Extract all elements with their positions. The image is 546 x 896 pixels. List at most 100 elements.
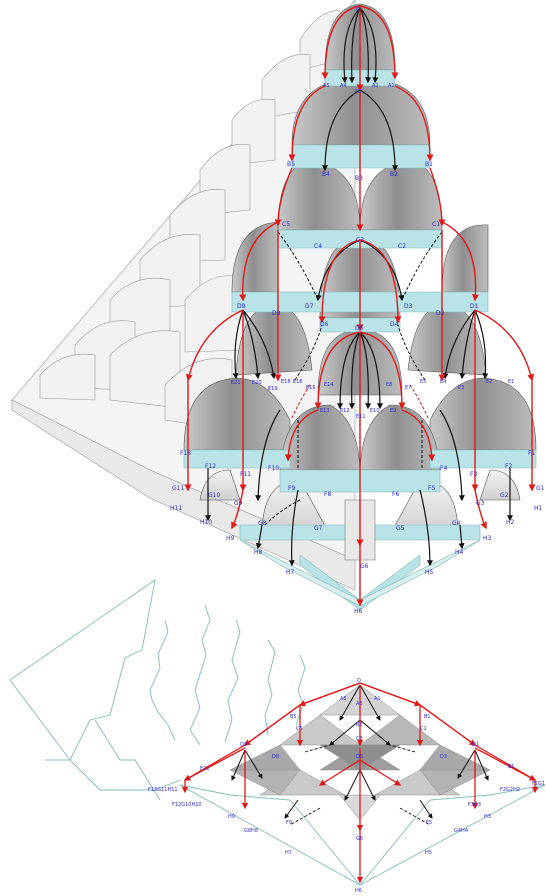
label-D7: D7 <box>305 303 314 310</box>
label-B3: B3 <box>355 175 363 182</box>
plan-label-B3: B3 <box>356 722 363 728</box>
plan-label-G6: G6 <box>356 836 363 842</box>
plan-teal-lines <box>10 580 545 885</box>
label-G3: G3 <box>476 500 485 507</box>
label-G5: G5 <box>396 525 405 532</box>
label-E18: E18 <box>281 379 291 385</box>
label-H7: H7 <box>286 569 295 576</box>
label-A1: A1 <box>388 83 395 89</box>
label-E11: E11 <box>356 414 366 420</box>
label-G4: G4 <box>452 520 461 527</box>
label-G6: G6 <box>360 563 369 570</box>
plan-label-H3: H3 <box>484 814 491 820</box>
label-H1: H1 <box>534 505 543 512</box>
label-H3: H3 <box>483 535 492 542</box>
label-E21: E21 <box>231 380 241 386</box>
label-C4: C4 <box>314 243 322 250</box>
label-F1: F1 <box>528 450 535 457</box>
plan-label-D3: D3 <box>440 754 447 760</box>
plan-label-D1: D1 <box>472 742 479 748</box>
label-C1: C1 <box>432 221 440 228</box>
label-F13: F13 <box>180 450 191 457</box>
label-G2: G2 <box>500 492 509 499</box>
label-E9: E9 <box>390 408 396 414</box>
plan-label-F3G3: F3G3 <box>468 802 481 808</box>
label-E16: E16 <box>293 379 303 385</box>
plan-label-B5: B5 <box>290 714 297 720</box>
label-H9: H9 <box>226 535 235 542</box>
label-E14: E14 <box>324 382 334 388</box>
label-E8: E8 <box>386 382 392 388</box>
label-F3: F3 <box>470 471 477 478</box>
plan-label-F13G11H11: F13G11H11 <box>148 787 178 793</box>
label-D5: D5 <box>355 325 364 332</box>
label-C5: C5 <box>282 221 290 228</box>
label-D2: D2 <box>436 310 445 317</box>
label-B2: B2 <box>390 171 398 178</box>
label-B5: B5 <box>287 161 295 168</box>
label-D8: D8 <box>272 310 281 317</box>
plan-label-A3: A3 <box>356 701 363 707</box>
label-F4: F4 <box>440 465 447 472</box>
plan-label-C1: C1 <box>420 726 427 732</box>
plan-red-ribs <box>185 683 535 882</box>
label-D6: D6 <box>320 321 329 328</box>
plan-label-G4H4: G4H4 <box>454 828 468 834</box>
label-D4: D4 <box>390 321 399 328</box>
plan-label-C3: C3 <box>356 736 363 742</box>
plan-label-B1: B1 <box>424 714 431 720</box>
label-G9: G9 <box>234 500 243 507</box>
plan-label-A5: A5 <box>340 696 347 702</box>
label-F8: F8 <box>324 491 331 498</box>
plan-label-E21: E21 <box>200 766 210 772</box>
plan-label-E1: E1 <box>508 764 514 770</box>
label-H8: H8 <box>254 549 263 556</box>
label-E15: E15 <box>306 385 316 391</box>
plan-label-O: O <box>357 678 361 684</box>
label-E1: E1 <box>508 379 514 385</box>
label-E4: E4 <box>440 379 446 385</box>
label-H5: H5 <box>425 569 434 576</box>
label-H11: H11 <box>170 505 182 512</box>
label-G7: G7 <box>314 525 323 532</box>
label-F9: F9 <box>288 485 295 492</box>
label-F5: F5 <box>428 485 435 492</box>
plan-label-G8H8: G8H8 <box>244 828 258 834</box>
label-E2: E2 <box>486 379 492 385</box>
label-D9: D9 <box>237 303 246 310</box>
label-E12: E12 <box>340 408 350 414</box>
label-E20: E20 <box>252 380 262 386</box>
label-F11: F11 <box>240 471 251 478</box>
label-E5: E5 <box>420 379 426 385</box>
label-C2: C2 <box>398 243 406 250</box>
plan-label-C5: C5 <box>296 726 303 732</box>
plan-label-H6: H6 <box>355 888 362 894</box>
label-F6: F6 <box>392 491 399 498</box>
label-B1: B1 <box>425 161 433 168</box>
label-A2: A2 <box>372 83 379 89</box>
label-F10: F10 <box>268 465 279 472</box>
label-H2: H2 <box>506 519 515 526</box>
label-A4: A4 <box>340 83 347 89</box>
plan-label-D9: D9 <box>240 742 247 748</box>
label-F2: F2 <box>505 463 512 470</box>
label-B4: B4 <box>322 171 330 178</box>
label-E3: E3 <box>458 385 464 391</box>
label-A5: A5 <box>323 83 330 89</box>
plan-label-F9: F9 <box>286 820 292 826</box>
label-H10: H10 <box>200 519 212 526</box>
plan-label-F2G2H2: F2G2H2 <box>500 787 520 793</box>
label-D1: D1 <box>470 303 479 310</box>
plan-label-H5: H5 <box>425 850 432 856</box>
plan-label-F1G1: F1G1 <box>532 781 545 787</box>
label-H6: H6 <box>354 608 363 615</box>
plan-label-F5: F5 <box>426 820 432 826</box>
plan-label-F12G10H10: F12G10H10 <box>172 802 202 808</box>
label-E13: E13 <box>320 408 330 414</box>
label-G11: G11 <box>172 485 184 492</box>
label-F12: F12 <box>205 463 216 470</box>
label-A3: A3 <box>355 89 362 95</box>
label-E19: E19 <box>268 386 278 392</box>
